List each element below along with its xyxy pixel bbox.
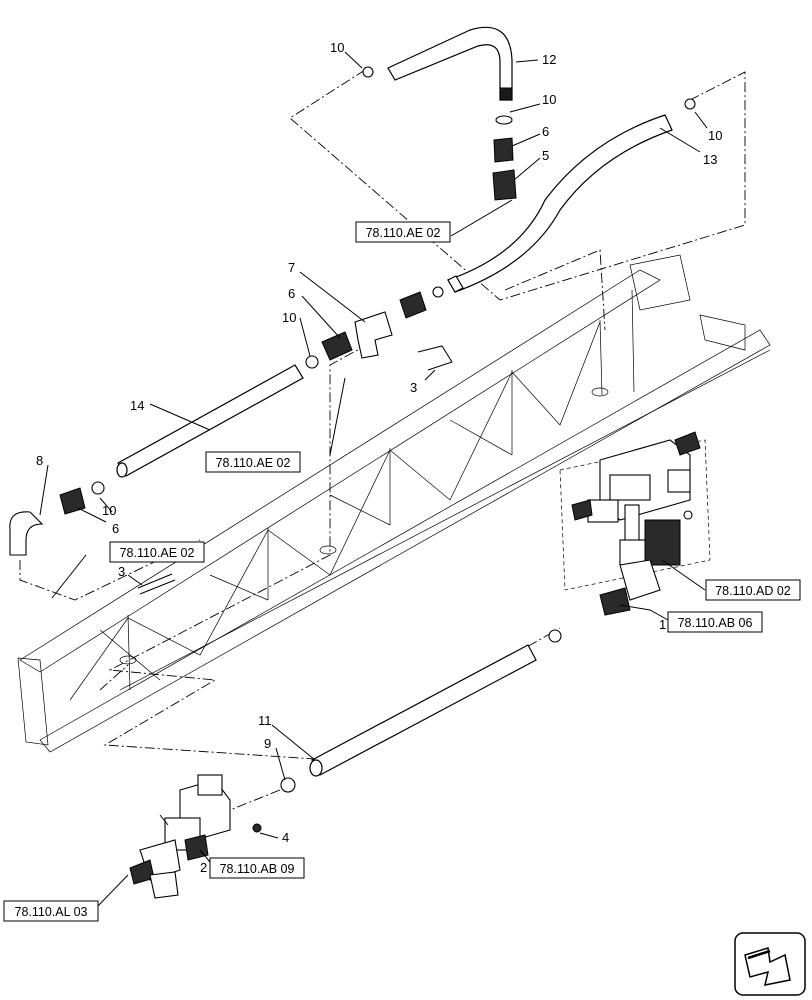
ref-ab09[interactable]: 78.110.AB 09: [209, 857, 305, 879]
callout-8: 8: [36, 453, 43, 468]
callout-12: 12: [542, 52, 556, 67]
callout-10-right: 10: [708, 128, 722, 143]
callout-3-left: 3: [118, 564, 125, 579]
callout-14: 14: [130, 398, 144, 413]
callout-3-top: 3: [410, 380, 417, 395]
ref-ab09-label: 78.110.AB 09: [220, 862, 295, 876]
callout-9: 9: [264, 736, 271, 751]
callout-10-mid: 10: [282, 310, 296, 325]
hose-13: [447, 114, 673, 293]
ref-ae02-left[interactable]: 78.110.AE 02: [109, 541, 205, 563]
callout-10-top-left: 10: [330, 40, 344, 55]
callout-2: 2: [200, 860, 207, 875]
ref-ae02-mid[interactable]: 78.110.AE 02: [205, 451, 301, 473]
callout-4: 4: [282, 830, 289, 845]
ref-ad02-label: 78.110.AD 02: [715, 584, 791, 598]
callout-5: 5: [542, 148, 549, 163]
hose-12: [387, 26, 513, 101]
ref-al03-label: 78.110.AL 03: [15, 905, 88, 919]
valve-assembly-2: [129, 774, 231, 899]
callout-6-left: 6: [112, 521, 119, 536]
fittings: [9, 66, 696, 833]
ref-ae02-mid-label: 78.110.AE 02: [216, 456, 291, 470]
hose-11: [311, 644, 537, 776]
callout-leaders: [39, 51, 708, 909]
callout-11: 11: [258, 713, 272, 728]
callout-6-mid: 6: [288, 286, 295, 301]
callout-13: 13: [703, 152, 717, 167]
next-page-arrow-icon[interactable]: [734, 932, 806, 996]
ref-ab06-label: 78.110.AB 06: [678, 616, 753, 630]
ref-ab06[interactable]: 78.110.AB 06: [667, 611, 763, 633]
valve-assembly-1: [571, 431, 701, 616]
ref-ae02-left-label: 78.110.AE 02: [120, 546, 195, 560]
ref-al03[interactable]: 78.110.AL 03: [3, 900, 99, 922]
boom-frame: [17, 254, 771, 753]
dash-leaders: [19, 69, 746, 811]
callout-7: 7: [288, 260, 295, 275]
ref-ae02-top[interactable]: 78.110.AE 02: [355, 221, 451, 243]
ref-ad02[interactable]: 78.110.AD 02: [705, 579, 801, 601]
ref-ae02-top-label: 78.110.AE 02: [366, 226, 441, 240]
callout-6-top: 6: [542, 124, 549, 139]
callout-1: 1: [659, 617, 666, 632]
callout-10-left: 10: [102, 503, 116, 518]
callout-10-top: 10: [542, 92, 556, 107]
